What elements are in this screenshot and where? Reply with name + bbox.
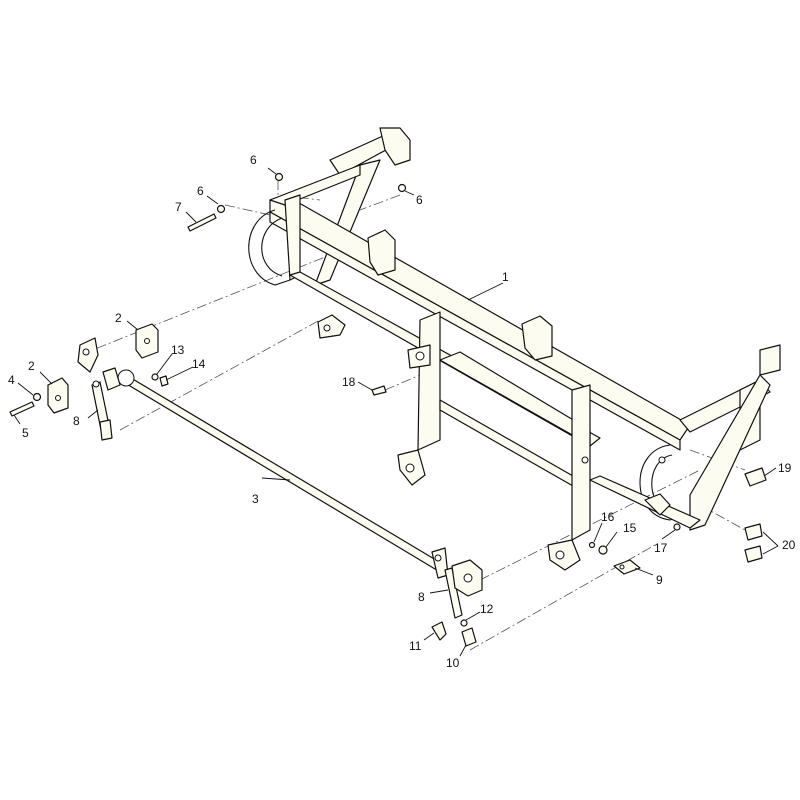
callout-5: 5: [22, 426, 29, 440]
callout-11: 11: [409, 639, 422, 653]
callout-1: 1: [502, 270, 509, 284]
main-frame-part-1: [248, 127, 781, 571]
arm-part-8-right: [431, 547, 483, 619]
callout-8-right: 8: [418, 590, 425, 604]
callout-20: 20: [782, 538, 796, 552]
callout-16: 16: [601, 510, 615, 524]
callout-7: 7: [175, 200, 182, 214]
callout-8-left: 8: [73, 414, 80, 428]
hardware: [9, 172, 767, 647]
callout-14: 14: [192, 357, 206, 371]
callout-9: 9: [656, 573, 663, 587]
arm-part-8-left: [91, 380, 113, 441]
callout-13: 13: [171, 343, 185, 357]
callout-6-right: 6: [416, 193, 423, 207]
callout-2-upper: 2: [115, 311, 122, 325]
block-part-2-lower: [47, 377, 69, 414]
callout-17: 17: [654, 541, 668, 555]
callout-6-top: 6: [250, 153, 257, 167]
callout-10: 10: [446, 656, 460, 670]
callout-2-lower: 2: [28, 359, 35, 373]
callout-12: 12: [480, 602, 494, 616]
callout-6-left: 6: [197, 184, 204, 198]
callout-4: 4: [8, 373, 15, 387]
leader-lines: [13, 167, 779, 657]
callout-3: 3: [252, 492, 259, 506]
callout-15: 15: [623, 521, 637, 535]
callout-18: 18: [342, 375, 356, 389]
shaft-part-3: [77, 337, 447, 573]
block-part-2-upper: [135, 323, 159, 359]
callout-labels: 1 2 2 3 4 5 6 6 6 7 8 8 9 10 11 12 13 14…: [8, 153, 796, 670]
callout-19: 19: [778, 461, 792, 475]
